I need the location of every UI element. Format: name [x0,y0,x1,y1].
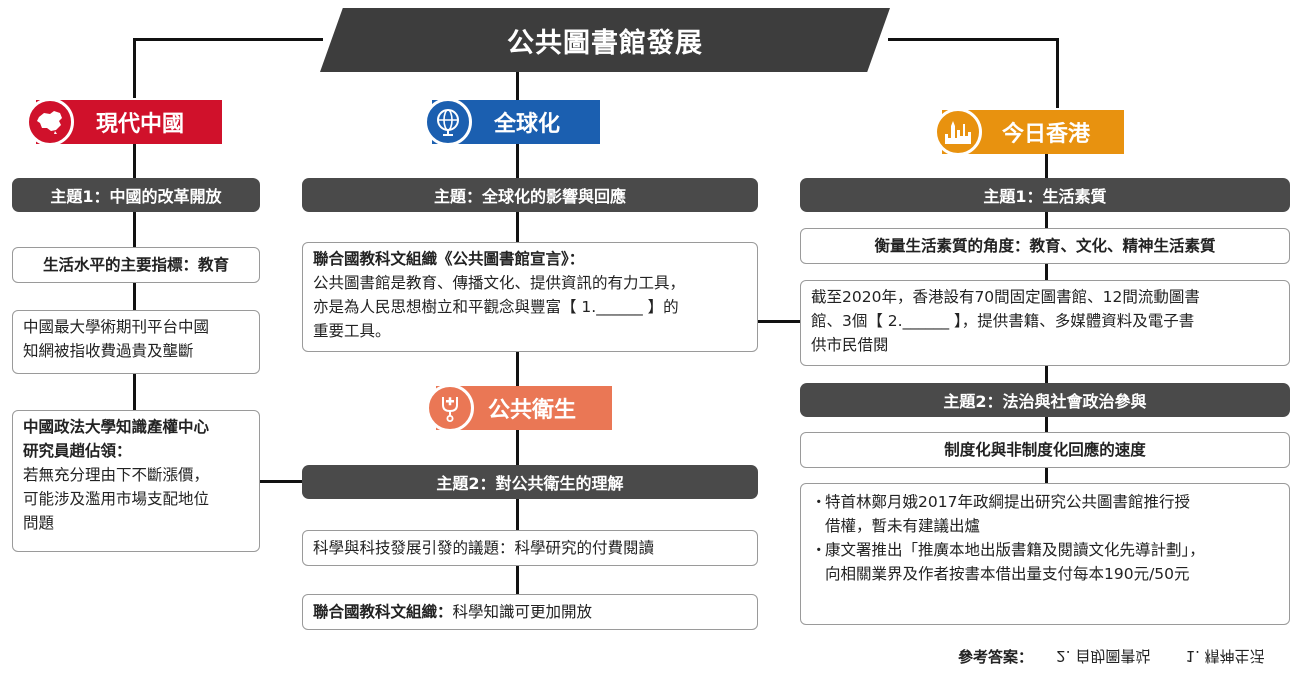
box-quality-measures: 衡量生活素質的角度：教育、文化、精神生活素質 [800,228,1290,264]
text-line: 中國最大學術期刊平台中國 [23,318,210,336]
text-line: 公共圖書館是教育、傳播文化、提供資訊的有力工具， [313,274,686,292]
text-line: 重要工具。 [313,322,391,340]
connector [888,38,1058,41]
list-item: ・ 特首林鄭月娥2017年政綱提出研究公共圖書館推行授借權，暫未有建議出爐 [811,490,1279,538]
text-line: 館、3個【 2.______ 】，提供書籍、多媒體資料及電子書 [811,312,1195,330]
text-line: 知網被指收費過貴及壟斷 [23,342,194,360]
skyline-icon [934,108,982,156]
section-label: 公共衛生 [488,398,577,423]
text-line: 問題 [23,514,55,532]
connector [516,70,519,100]
box-paid-reading: 科學與科技發展引發的議題：科學研究的付費閱讀 [302,530,758,566]
box-response-speed: 制度化與非制度化回應的速度 [800,432,1290,468]
page-title: 公共圖書館發展 [320,8,890,72]
theme-public-health: 主題2：對公共衛生的理解 [302,465,758,499]
box-hk-libraries: 截至2020年，香港設有70間固定圖書館、12間流動圖書 館、3個【 2.___… [800,280,1290,366]
text-bold: 聯合國教科文組織： [313,603,453,621]
stethoscope-icon [426,384,474,432]
bullet-text: 特首林鄭月娥2017年政綱提出研究公共圖書館推行授借權，暫未有建議出爐 [825,490,1190,538]
box-cnki: 中國最大學術期刊平台中國 知網被指收費過貴及壟斷 [12,310,260,374]
connector [758,320,803,323]
box-unesco-open-science: 聯合國教科文組織：科學知識可更加開放 [302,594,758,630]
answer-label: 參考答案： [958,648,1034,666]
theme-china-reform: 主題1：中國的改革開放 [12,178,260,212]
text-line: 可能涉及濫用市場支配地位 [23,490,210,508]
globe-icon [424,98,472,146]
answer-1: 1. 精神生活 [1185,647,1265,665]
answer-2: 2. 自助圖書站 [1056,647,1151,665]
china-map-icon [26,98,74,146]
text-line: 特首林鄭月娥2017年政綱提出研究公共圖書館推行授 [825,493,1190,511]
text-line: 向相關業界及作者按書本借出量支付每本190元/50元 [825,565,1190,583]
bullet-mark: ・ [811,493,827,511]
text-line: 截至2020年，香港設有70間固定圖書館、12間流動圖書 [811,288,1200,306]
text-rest: 科學知識可更加開放 [452,603,593,621]
text-line: 研究員趙佔領： [23,442,132,460]
theme-rule-of-law: 主題2：法治與社會政治參與 [800,383,1290,417]
theme-globalization: 主題：全球化的影響與回應 [302,178,758,212]
text-line: 若無充分理由下不斷漲價， [23,466,210,484]
connector [133,38,136,98]
box-zhao-zhanling: 中國政法大學知識產權中心 研究員趙佔領： 若無充分理由下不斷漲價， 可能涉及濫用… [12,410,260,552]
box-unesco-manifesto: 聯合國教科文組織《公共圖書館宣言》： 公共圖書館是教育、傳播文化、提供資訊的有力… [302,242,758,352]
bullet-text: 康文署推出「推廣本地出版書籍及閱讀文化先導計劃」， 向相關業界及作者按書本借出量支… [825,538,1205,586]
box-living-standard: 生活水平的主要指標：教育 [12,247,260,283]
connector [258,480,304,483]
text-line: 中國政法大學知識產權中心 [23,418,210,436]
connector [1056,38,1059,108]
section-label: 現代中國 [96,112,185,137]
bullet-mark: ・ [811,541,827,559]
section-label: 全球化 [494,112,561,137]
connector [516,140,519,630]
connector [133,38,323,41]
list-item: ・ 康文署推出「推廣本地出版書籍及閱讀文化先導計劃」， 向相關業界及作者按書本借出… [811,538,1279,586]
text-line: 亦是為人民思想樹立和平觀念與豐富【 1.______ 】的 [313,298,679,316]
box-hk-policies: ・ 特首林鄭月娥2017年政綱提出研究公共圖書館推行授借權，暫未有建議出爐 ・ … [800,483,1290,625]
text-line: 供市民借閱 [811,336,889,354]
answer-key: 參考答案： 2. 自助圖書站 1. 精神生活 [958,646,1265,667]
section-label: 今日香港 [1002,122,1091,147]
text-line: 康文署推出「推廣本地出版書籍及閱讀文化先導計劃」， [825,541,1205,559]
theme-quality-of-life: 主題1：生活素質 [800,178,1290,212]
text-line: 借權，暫未有建議出爐 [825,517,981,535]
text-line: 聯合國教科文組織《公共圖書館宣言》： [313,250,585,268]
